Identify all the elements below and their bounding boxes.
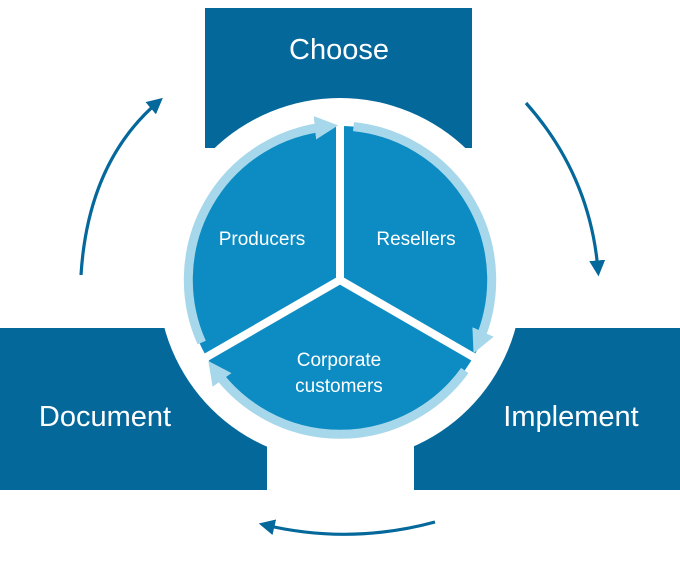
label-customers: customers xyxy=(295,376,383,397)
cycle-arrow-left-icon xyxy=(79,97,163,276)
label-producers: Producers xyxy=(219,229,306,250)
ring-arrow-bottom-icon xyxy=(208,361,469,439)
ring-arrows xyxy=(183,116,497,439)
ring-arrow-right-icon xyxy=(353,122,497,354)
divider-right xyxy=(338,276,483,365)
wheel xyxy=(185,118,495,435)
cycle-arrow-bottom-icon xyxy=(258,519,436,536)
label-document: Document xyxy=(39,401,171,433)
ring-arrow-top-icon xyxy=(183,116,339,345)
label-resellers: Resellers xyxy=(376,229,455,250)
label-corporate: Corporate xyxy=(297,350,382,371)
cycle-arrow-right-icon xyxy=(524,101,606,277)
cycle-arrows xyxy=(79,97,606,536)
label-choose: Choose xyxy=(289,34,389,66)
divider-left xyxy=(197,276,342,365)
label-implement: Implement xyxy=(503,401,638,433)
